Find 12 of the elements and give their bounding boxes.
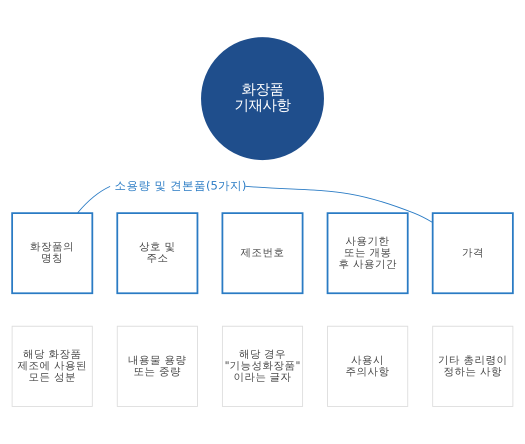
- node-box: 가격: [432, 212, 514, 294]
- node-box: 제조번호: [222, 212, 304, 294]
- node-box: 기타 총리령이 정하는 사항: [432, 326, 514, 407]
- node-box: 사용기한 또는 개봉 후 사용기간: [326, 212, 409, 294]
- node-box: 화장품의 명칭: [11, 212, 94, 294]
- node-box: 내용물 용량 또는 중량: [116, 326, 198, 407]
- node-circle: 화장품 기재사항: [201, 37, 324, 160]
- node-box: 사용시 주의사항: [327, 326, 408, 407]
- edge-label: 소용량 및 견본품(5가지): [114, 178, 246, 192]
- node-box: 해당 화장품 제조에 사용된 모든 성분: [12, 326, 93, 407]
- node-box: 상호 및 주소: [116, 212, 198, 294]
- node-box: 해당 경우 "기능성화장품" 이라는 글자: [222, 326, 304, 407]
